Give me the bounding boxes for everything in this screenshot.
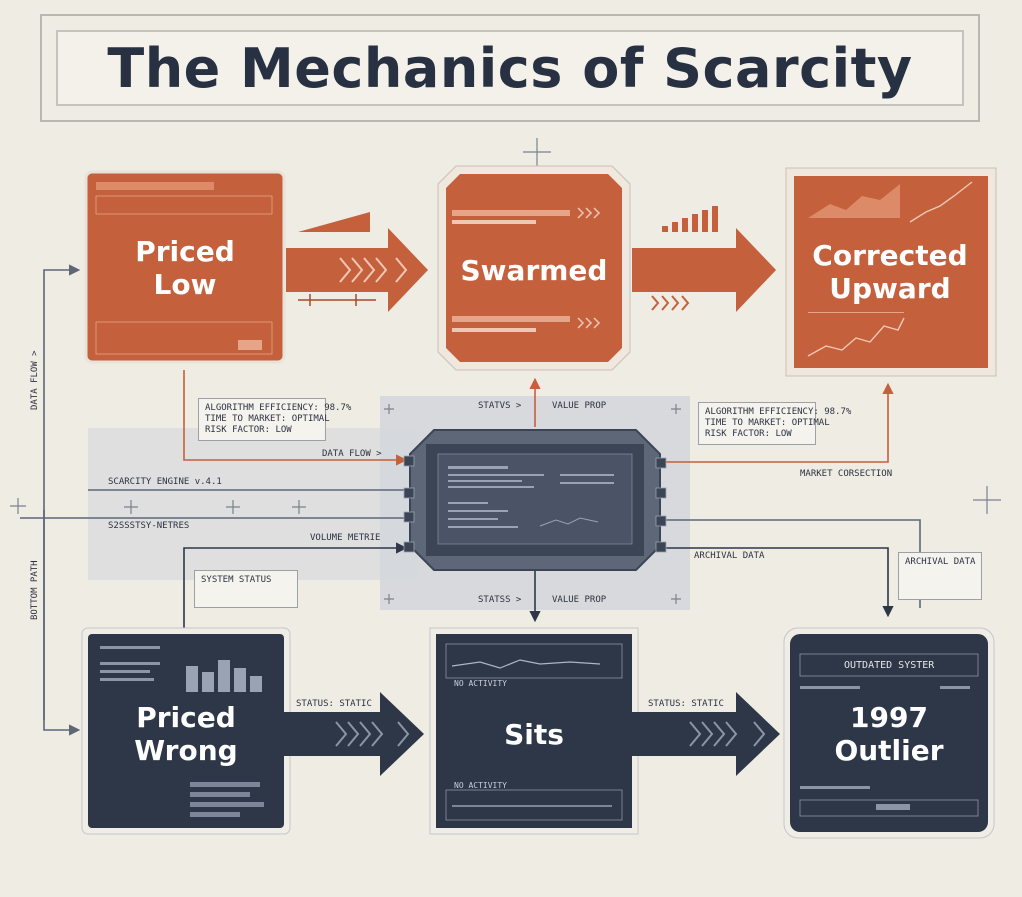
node-1997-outlier-box xyxy=(783,627,995,839)
diagram-title: The Mechanics of Scarcity xyxy=(107,36,913,100)
arrow-swarmed-to-corrected xyxy=(632,206,776,312)
info-right-line-3: RISK FACTOR: LOW xyxy=(705,429,792,439)
info-box-left: ALGORITHM EFFICIENCY: 98.7% TIME TO MARK… xyxy=(198,398,352,441)
crosshair-marks xyxy=(10,138,1001,604)
label-status-static-2: STATUS: STATIC xyxy=(648,699,724,709)
system-status-box: SYSTEM STATUS xyxy=(194,570,298,608)
label-market-correction: MARKET CORSECTION xyxy=(800,469,892,479)
arrow-priced-wrong-to-sits xyxy=(282,692,424,776)
node-title-priced-wrong: Priced Wrong xyxy=(134,701,238,767)
connector-market-correction xyxy=(665,382,894,463)
sits-bottom-readout: NO ACTIVITY xyxy=(454,781,507,790)
label-scarcity-engine: SCARCITY ENGINE v.4.1 xyxy=(108,477,222,487)
info-right-line-1: ALGORITHM EFFICIENCY: 98.7% xyxy=(705,407,852,417)
title-outer-frame xyxy=(40,14,980,122)
label-status-bottom: STATSS > xyxy=(478,595,522,605)
scarcity-engine-core xyxy=(403,429,667,571)
label-value-prop-bottom: VALUE PROP xyxy=(552,595,607,605)
sits-top-readout: NO ACTIVITY xyxy=(454,679,507,688)
engine-backdrop-left xyxy=(88,428,418,580)
node-title-corrected-upward: Corrected Upward xyxy=(812,239,968,305)
label-data-flow-side: DATA FLOW > xyxy=(30,350,40,410)
label-volume-metrics: VOLUME METRIE xyxy=(310,533,380,543)
label-scarcity-metrics: S2SSSTSY-NETRES xyxy=(108,521,189,531)
info-left-line-1: ALGORITHM EFFICIENCY: 98.7% xyxy=(205,403,352,413)
connector-archival-data xyxy=(665,547,894,618)
label-archival-data: ARCHIVAL DATA xyxy=(694,551,765,561)
info-left-line-2: TIME TO MARKET: OPTIMAL xyxy=(205,414,330,424)
info-box-right: ALGORITHM EFFICIENCY: 98.7% TIME TO MARK… xyxy=(698,402,852,445)
node-swarmed-box xyxy=(437,165,631,371)
label-bottom-path: BOTTOM PATH xyxy=(30,560,40,620)
system-status-title: SYSTEM STATUS xyxy=(201,575,272,585)
archival-data-box: ARCHIVAL DATA xyxy=(898,552,982,600)
info-right-line-2: TIME TO MARKET: OPTIMAL xyxy=(705,418,830,428)
connector-left-loop xyxy=(43,264,81,720)
label-status-top: STATVS > xyxy=(478,401,522,411)
connector-volume-metrics xyxy=(183,542,408,630)
node-sits-box xyxy=(429,627,639,835)
node-title-priced-low: Priced Low xyxy=(135,235,235,301)
node-corrected-upward-box xyxy=(785,167,997,377)
title-banner: The Mechanics of Scarcity xyxy=(56,30,964,106)
node-priced-wrong-box xyxy=(81,627,291,835)
label-data-flow-center: DATA FLOW > xyxy=(322,449,382,459)
connector-data-flow xyxy=(183,370,408,466)
label-value-prop-top: VALUE PROP xyxy=(552,401,607,411)
label-outdated-system: OUTDATED SYSTER xyxy=(844,660,935,671)
node-title-1997-outlier: 1997 Outlier xyxy=(834,701,944,767)
node-title-sits: Sits xyxy=(504,717,564,751)
flow-connectors xyxy=(20,264,921,736)
archival-box-title: ARCHIVAL DATA xyxy=(905,557,976,567)
info-left-line-3: RISK FACTOR: LOW xyxy=(205,425,292,435)
node-title-swarmed: Swarmed xyxy=(460,253,608,287)
arrow-sits-to-outlier xyxy=(632,692,780,776)
arrow-priced-low-to-swarmed xyxy=(286,212,428,312)
connector-bottom-path xyxy=(43,510,81,736)
label-status-static-1: STATUS: STATIC xyxy=(296,699,372,709)
connector-right-line xyxy=(665,519,921,608)
node-priced-low-box xyxy=(84,170,286,364)
